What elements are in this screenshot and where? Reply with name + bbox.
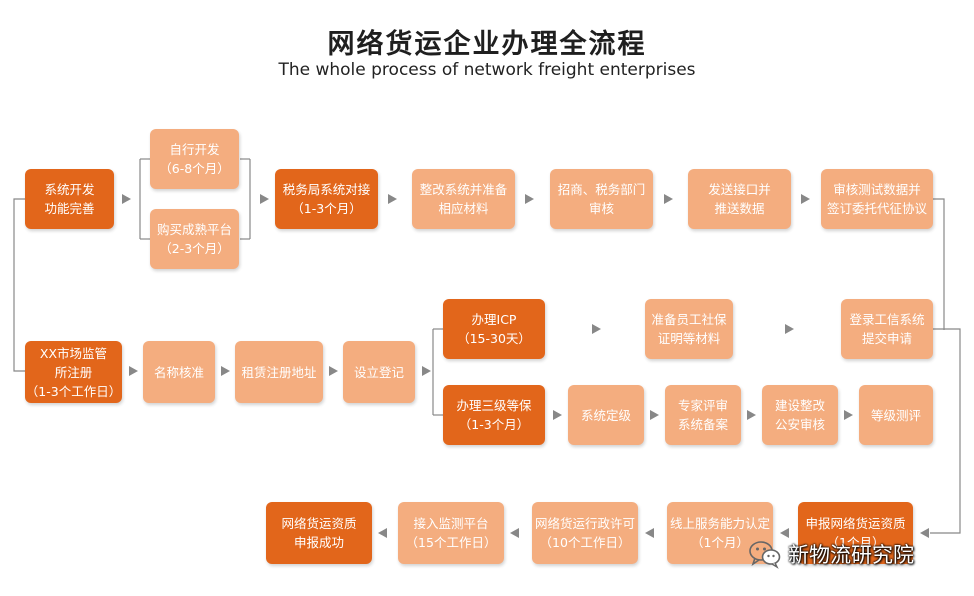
flow-arrows [122,194,929,538]
node-system-grading: 系统定级 [568,385,644,445]
flow-lines [13,158,961,534]
node-success: 网络货运资质 申报成功 [266,502,372,564]
node-admin-license: 网络货运行政许可 （10个工作日） [532,502,638,564]
node-icp: 办理ICP （15-30天） [443,299,545,359]
node-monitor-platform: 接入监测平台 （15个工作日） [398,502,504,564]
watermark: 新物流研究院 [748,538,958,570]
watermark-text: 新物流研究院 [788,543,914,567]
node-build-rectify: 建设整改 公安审核 [762,385,838,445]
node-system-dev: 系统开发 功能完善 [25,169,114,229]
node-rectify-system: 整改系统并准备 相应材料 [412,169,515,229]
node-social-security: 准备员工社保 证明等材料 [645,299,733,359]
node-expert-review: 专家评审 系统备案 [665,385,741,445]
page-title: 网络货运企业办理全流程 [327,29,647,60]
node-name-check: 名称核准 [143,341,215,403]
node-level3-protect: 办理三级等保 （1-3个月） [443,385,545,445]
node-self-dev: 自行开发 （6-8个月） [150,129,239,189]
node-market-register: XX市场监管 所注册 （1-3个工作日） [25,341,122,403]
node-rent-address: 租赁注册地址 [235,341,323,403]
node-setup-register: 设立登记 [343,341,415,403]
node-miit-login: 登录工信系统 提交申请 [841,299,933,359]
node-tax-dock: 税务局系统对接 （1-3个月） [275,169,378,229]
node-review-test: 审核测试数据并 签订委托代征协议 [821,169,933,229]
node-send-api: 发送接口并 推送数据 [688,169,791,229]
wechat-icon [749,541,781,569]
page-subtitle: The whole process of network freight ent… [278,60,696,80]
node-level-test: 等级测评 [859,385,933,445]
node-buy-platform: 购买成熟平台 （2-3个月） [150,209,239,269]
node-online-service: 线上服务能力认定 （1个月） [667,502,773,564]
node-apply-qualification: 申报网络货运资质 （1个月） [798,502,913,564]
node-merchant-review: 招商、税务部门 审核 [550,169,653,229]
